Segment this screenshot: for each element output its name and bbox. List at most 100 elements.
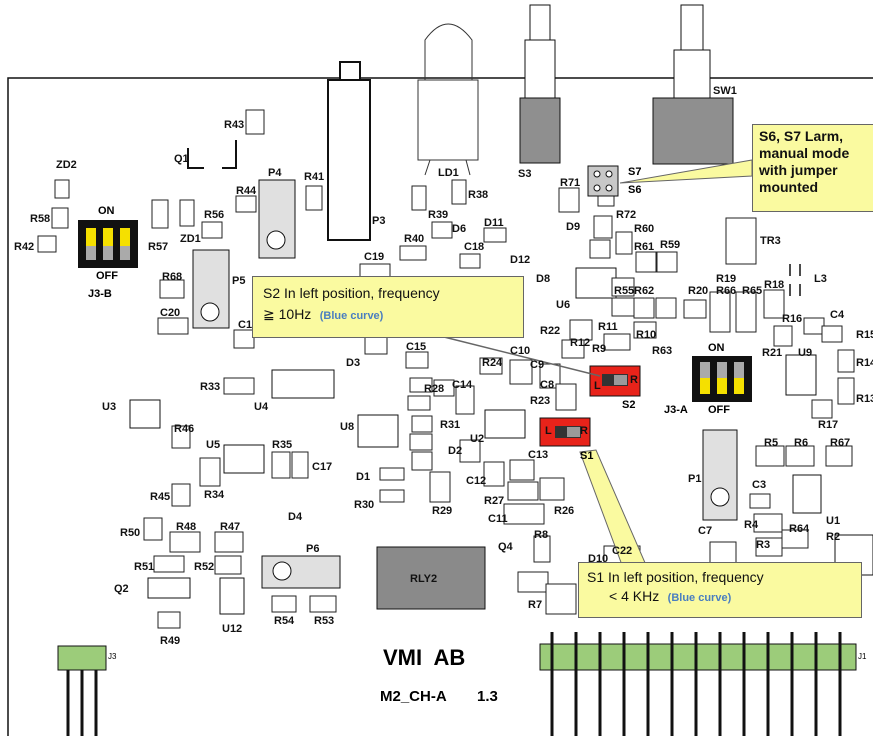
label-R64: R64 [789,523,810,535]
label-ZD2: ZD2 [56,159,77,171]
label-D4: D4 [288,511,303,523]
label-R14: R14 [856,357,873,369]
label-R48: R48 [176,521,196,533]
j3b-off-label: OFF [96,270,118,282]
label-D6: D6 [452,223,466,235]
label-RLY2: RLY2 [410,573,437,585]
callout-s1: S1 In left position, frequency < 4 KHz (… [578,562,862,618]
j3b-name-label: J3-B [88,288,112,300]
callout-s2-blue: (Blue curve) [319,310,384,322]
label-C13: C13 [528,449,548,461]
connector-j1-label: J1 [858,652,867,661]
label-R26: R26 [554,505,574,517]
label-C19: C19 [364,251,384,263]
label-R4: R4 [744,519,759,531]
label-R2: R2 [826,531,840,543]
label-R19: R19 [716,273,736,285]
dip-switch-j3a[interactable] [692,356,752,402]
ic-u12 [219,577,245,615]
pot-p5 [192,249,230,329]
switch-s7-label: S7 [628,166,642,178]
label-R61: R61 [634,241,654,253]
s2-right-label: R [630,374,638,386]
label-R20: R20 [688,285,708,297]
pot-p6 [261,555,341,589]
connector-j1 [539,632,857,736]
label-R62: R62 [634,285,654,297]
label-ZD1: ZD1 [180,233,201,245]
label-D12: D12 [510,254,530,266]
label-R47: R47 [220,521,240,533]
callout-s6-s7: S6, S7 Larm, manual mode with jumper mou… [752,124,873,212]
s1-name-label: S1 [580,450,594,462]
label-R9: R9 [592,343,606,355]
label-R55: R55 [614,285,634,297]
ic-u9 [785,354,817,396]
label-P4: P4 [268,167,282,179]
label-R66: R66 [716,285,736,297]
dip-switch-j3b[interactable] [78,220,138,268]
label-Q4: Q4 [498,541,514,553]
label-R27: R27 [484,495,504,507]
label-R24: R24 [482,357,503,369]
label-R7: R7 [528,599,542,611]
label-R13: R13 [856,393,873,405]
label-U9: U9 [798,347,812,359]
s1-right-label: R [580,425,588,437]
ic-u5 [223,444,265,474]
label-R67: R67 [830,437,850,449]
label-R53: R53 [314,615,334,627]
slide-switch-s1[interactable] [539,417,591,447]
label-U4: U4 [254,401,269,413]
s2-left-label: L [594,380,601,392]
pot-p1 [702,429,738,521]
label-R50: R50 [120,527,140,539]
label-U6: U6 [556,299,570,311]
label-TR3: TR3 [760,235,781,247]
label-Q1: Q1 [174,153,189,165]
label-L3: L3 [814,273,827,285]
label-Q2: Q2 [114,583,129,595]
label-R28: R28 [424,383,444,395]
slide-switch-s2[interactable] [589,365,641,397]
s1-left-label: L [545,425,552,437]
label-S3: S3 [518,168,531,180]
label-C9: C9 [530,359,544,371]
label-C14: C14 [452,379,473,391]
label-R34: R34 [204,489,225,501]
j3a-on-label: ON [708,342,725,354]
callout-s6s7-line1: S6, S7 Larm, [759,128,844,144]
label-R58: R58 [30,213,50,225]
j3a-off-label: OFF [708,404,730,416]
ic-u2 [484,409,526,439]
connector-j3 [57,645,107,736]
label-R63: R63 [652,345,672,357]
label-U5: U5 [206,439,220,451]
label-R5: R5 [764,437,778,449]
j3a-name-label: J3-A [664,404,688,416]
switch-s3[interactable] [519,4,561,164]
label-D1: D1 [356,471,370,483]
label-R44: R44 [236,185,257,197]
label-C18: C18 [464,241,484,253]
jumper-s6-s7[interactable] [587,165,619,197]
label-R45: R45 [150,491,170,503]
label-P1: P1 [688,473,701,485]
label-R59: R59 [660,239,680,251]
label-U12: U12 [222,623,242,635]
callout-s1-blue: (Blue curve) [667,592,732,604]
callout-s2-line1: S2 In left position, frequency [263,285,440,301]
switch-sw1[interactable] [652,4,734,165]
label-R43: R43 [224,119,244,131]
ic-u3 [129,399,161,429]
transistor-q2 [147,577,191,599]
label-R15: R15 [856,329,873,341]
label-R68: R68 [162,271,182,283]
label-C1: C1 [238,319,252,331]
label-P6: P6 [306,543,319,555]
label-R41: R41 [304,171,324,183]
led-ld1 [417,23,479,176]
board-title: VMI AB [383,645,466,670]
label-C15: C15 [406,341,426,353]
